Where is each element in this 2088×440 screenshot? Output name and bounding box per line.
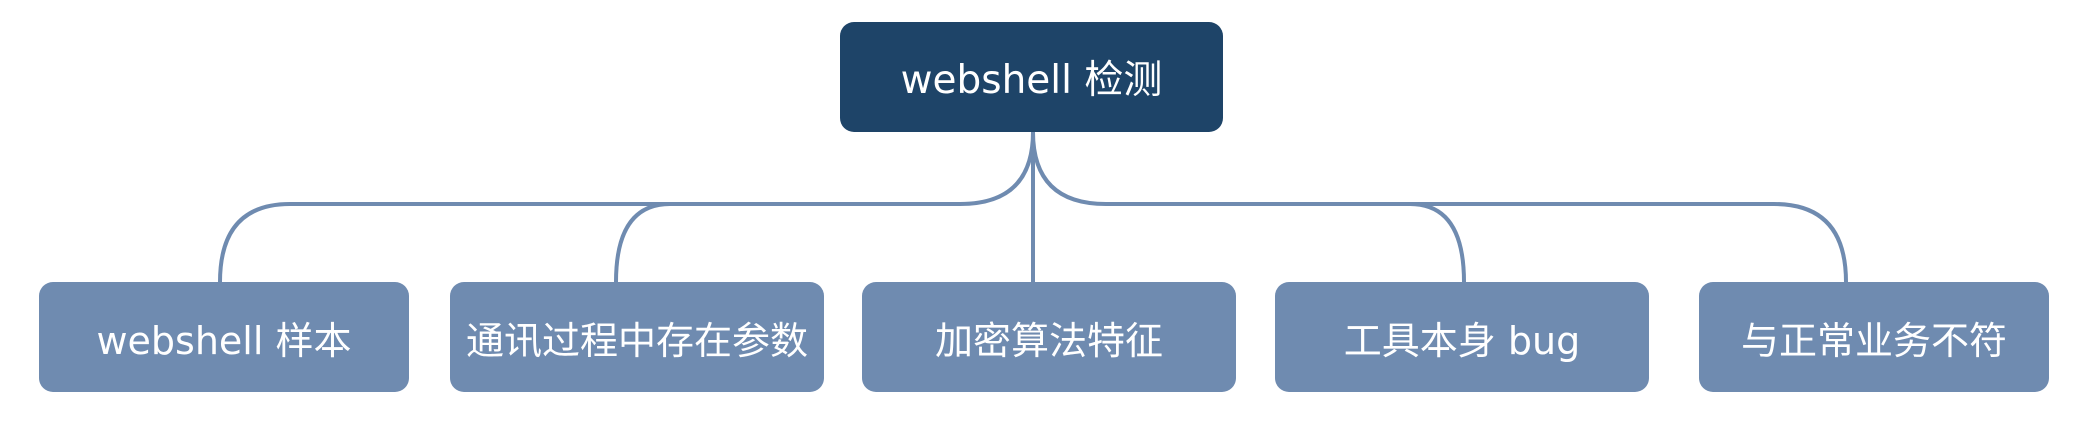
child-node-label: 加密算法特征 bbox=[934, 318, 1163, 363]
child-node-label: 通讯过程中存在参数 bbox=[465, 318, 808, 363]
connector-comm-params bbox=[614, 202, 672, 284]
connector-business-mismatch bbox=[1408, 202, 1466, 284]
child-node-business-mismatch: 与正常业务不符 bbox=[1699, 282, 2049, 392]
child-node-tool-bug: 工具本身 bug bbox=[1275, 282, 1649, 392]
root-node-label: webshell 检测 bbox=[900, 58, 1163, 103]
connector-tool-bug bbox=[1031, 130, 1848, 284]
child-node-encryption-features: 加密算法特征 bbox=[862, 282, 1236, 392]
connector-webshell-sample bbox=[218, 130, 1035, 284]
child-node-label: webshell 样本 bbox=[96, 318, 352, 363]
root-node-webshell-detection: webshell 检测 bbox=[840, 22, 1223, 132]
child-node-label: 与正常业务不符 bbox=[1740, 318, 2007, 363]
child-node-label: 工具本身 bug bbox=[1343, 318, 1581, 363]
child-node-webshell-sample: webshell 样本 bbox=[39, 282, 409, 392]
child-node-comm-params: 通讯过程中存在参数 bbox=[450, 282, 824, 392]
